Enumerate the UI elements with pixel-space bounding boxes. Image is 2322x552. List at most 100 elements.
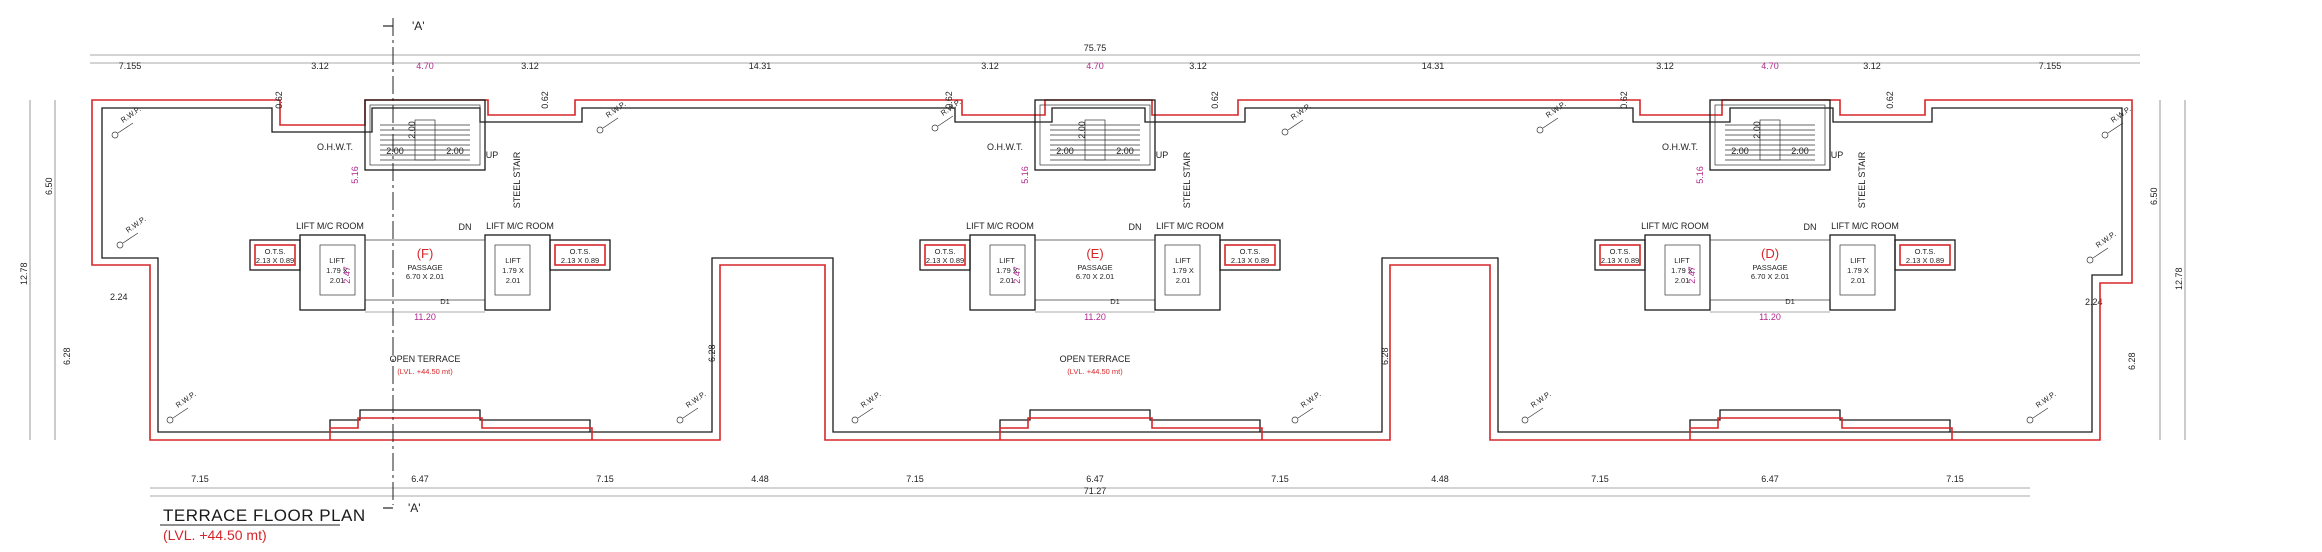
ohwt-label: O.H.W.T. — [317, 142, 353, 152]
left-top-dim: 6.50 — [44, 177, 54, 195]
ots-label: O.T.S. — [265, 247, 286, 256]
lift-mc-room-label: LIFT M/C ROOM — [1831, 221, 1899, 231]
rwp-leader — [1527, 407, 1544, 419]
rwp: R.W.P. — [2086, 229, 2117, 264]
core-dim: 2.00 — [1731, 146, 1749, 156]
width-dim: 11.20 — [414, 312, 436, 322]
ots-left-inner — [254, 244, 296, 266]
dim-062: 0.62 — [1885, 91, 1895, 109]
passage-box — [1709, 239, 1831, 301]
ots-left — [919, 239, 971, 271]
bottom-dim-label: 4.48 — [751, 474, 769, 484]
rwp-label: R.W.P. — [1289, 101, 1312, 121]
ots-label: O.T.S. — [1915, 247, 1936, 256]
rwp-leader — [1297, 407, 1314, 419]
top-dim-label: 3.12 — [1863, 61, 1881, 71]
rwp-leader — [1287, 119, 1304, 131]
lift-right — [1164, 244, 1201, 296]
lift-label: LIFT — [1850, 256, 1866, 265]
rwp-leader — [602, 117, 619, 129]
passage-box — [364, 239, 486, 301]
left-low-dim: 6.28 — [62, 347, 72, 365]
core-dim: 2.00 — [1752, 121, 1762, 139]
lift-mc-room-label: LIFT M/C ROOM — [1156, 221, 1224, 231]
rwp: R.W.P. — [1536, 99, 1567, 134]
rwp-leader — [2107, 122, 2124, 134]
dn-label: DN — [459, 222, 472, 232]
rwp-circle — [2101, 131, 2109, 139]
lift-label: LIFT — [1175, 256, 1191, 265]
passage-label: PASSAGE — [1077, 263, 1112, 272]
ots-size: 2.13 X 0.89 — [561, 256, 599, 265]
rwp: R.W.P. — [166, 389, 197, 424]
lift-size: 1.79 X — [502, 266, 524, 275]
rwp-circle — [1521, 416, 1529, 424]
height-dim: 2.47 — [342, 266, 352, 284]
ots-size: 2.13 X 0.89 — [256, 256, 294, 265]
plan-title: TERRACE FLOOR PLAN — [163, 506, 366, 525]
rwp-leader — [937, 115, 954, 127]
dim-062: 0.62 — [274, 91, 284, 109]
ots-right — [1894, 239, 1956, 271]
section-marker-bottom: 'A' — [408, 501, 421, 515]
top-dim-label: 14.31 — [1422, 61, 1445, 71]
mid-dim-2: 6.28 — [1380, 347, 1390, 365]
passage-box — [1034, 239, 1156, 301]
lift-label: LIFT — [999, 256, 1015, 265]
ots-right-inner — [1224, 244, 1276, 266]
right-low-dim: 6.28 — [2127, 352, 2137, 370]
ots-size: 2.13 X 0.89 — [926, 256, 964, 265]
drawing-title: TERRACE FLOOR PLAN (LVL. +44.50 mt) — [160, 506, 366, 543]
rwp-leader — [122, 232, 139, 244]
top-dim-label: 3.12 — [1656, 61, 1674, 71]
rwp-label: R.W.P. — [174, 389, 197, 409]
lift-mc-room-label: LIFT M/C ROOM — [296, 221, 364, 231]
lift-left — [1664, 244, 1701, 296]
right-total-dim: 12.78 — [2174, 267, 2184, 290]
rwp-label: R.W.P. — [604, 99, 627, 119]
left-mid-dim: 2.24 — [110, 292, 128, 302]
rwp-circle — [166, 416, 174, 424]
door-d1: D1 — [440, 297, 450, 306]
rwp: R.W.P. — [1291, 389, 1322, 424]
stair-core — [1034, 99, 1156, 171]
height-dim: 2.47 — [1012, 266, 1022, 284]
lift-size: 2.01 — [506, 276, 521, 285]
bottom-dim-label: 6.47 — [411, 474, 429, 484]
dim-062: 0.62 — [944, 91, 954, 109]
ots-right — [1219, 239, 1281, 271]
dim-062: 0.62 — [1619, 91, 1629, 109]
bottom-dim-label: 7.15 — [596, 474, 614, 484]
terrace-wall-outline — [101, 107, 2123, 433]
rwp-leader — [117, 122, 134, 134]
rwp-circle — [931, 124, 939, 132]
top-dim-label: 4.70 — [416, 61, 434, 71]
rwp-label: R.W.P. — [124, 214, 147, 234]
rwp-circle — [116, 241, 124, 249]
rwp: R.W.P. — [1521, 389, 1552, 424]
door-d1: D1 — [1785, 297, 1795, 306]
rwp-circle — [2026, 416, 2034, 424]
lift-left — [989, 244, 1026, 296]
ohwt-label: O.H.W.T. — [1662, 142, 1698, 152]
lift-size: 2.01 — [1675, 276, 1690, 285]
lift-mc-room-label: LIFT M/C ROOM — [966, 221, 1034, 231]
overall-dimensions: 75.75 71.27 — [29, 43, 2186, 497]
ots-size: 2.13 X 0.89 — [1601, 256, 1639, 265]
passage-size: 6.70 X 2.01 — [1076, 272, 1114, 281]
passage-label: PASSAGE — [407, 263, 442, 272]
rwp-circle — [2086, 256, 2094, 264]
lift-mc-room-label: LIFT M/C ROOM — [1641, 221, 1709, 231]
dn-label: DN — [1129, 222, 1142, 232]
core-dim: 2.00 — [446, 146, 464, 156]
dim-062: 0.62 — [1210, 91, 1220, 109]
open-terrace-label: OPEN TERRACE — [1060, 354, 1131, 364]
dn-label: DN — [1804, 222, 1817, 232]
core-dim: 2.00 — [1077, 121, 1087, 139]
top-dim-label: 3.12 — [981, 61, 999, 71]
bottom-dim-label: 4.48 — [1431, 474, 1449, 484]
block-name: (F) — [417, 246, 434, 261]
